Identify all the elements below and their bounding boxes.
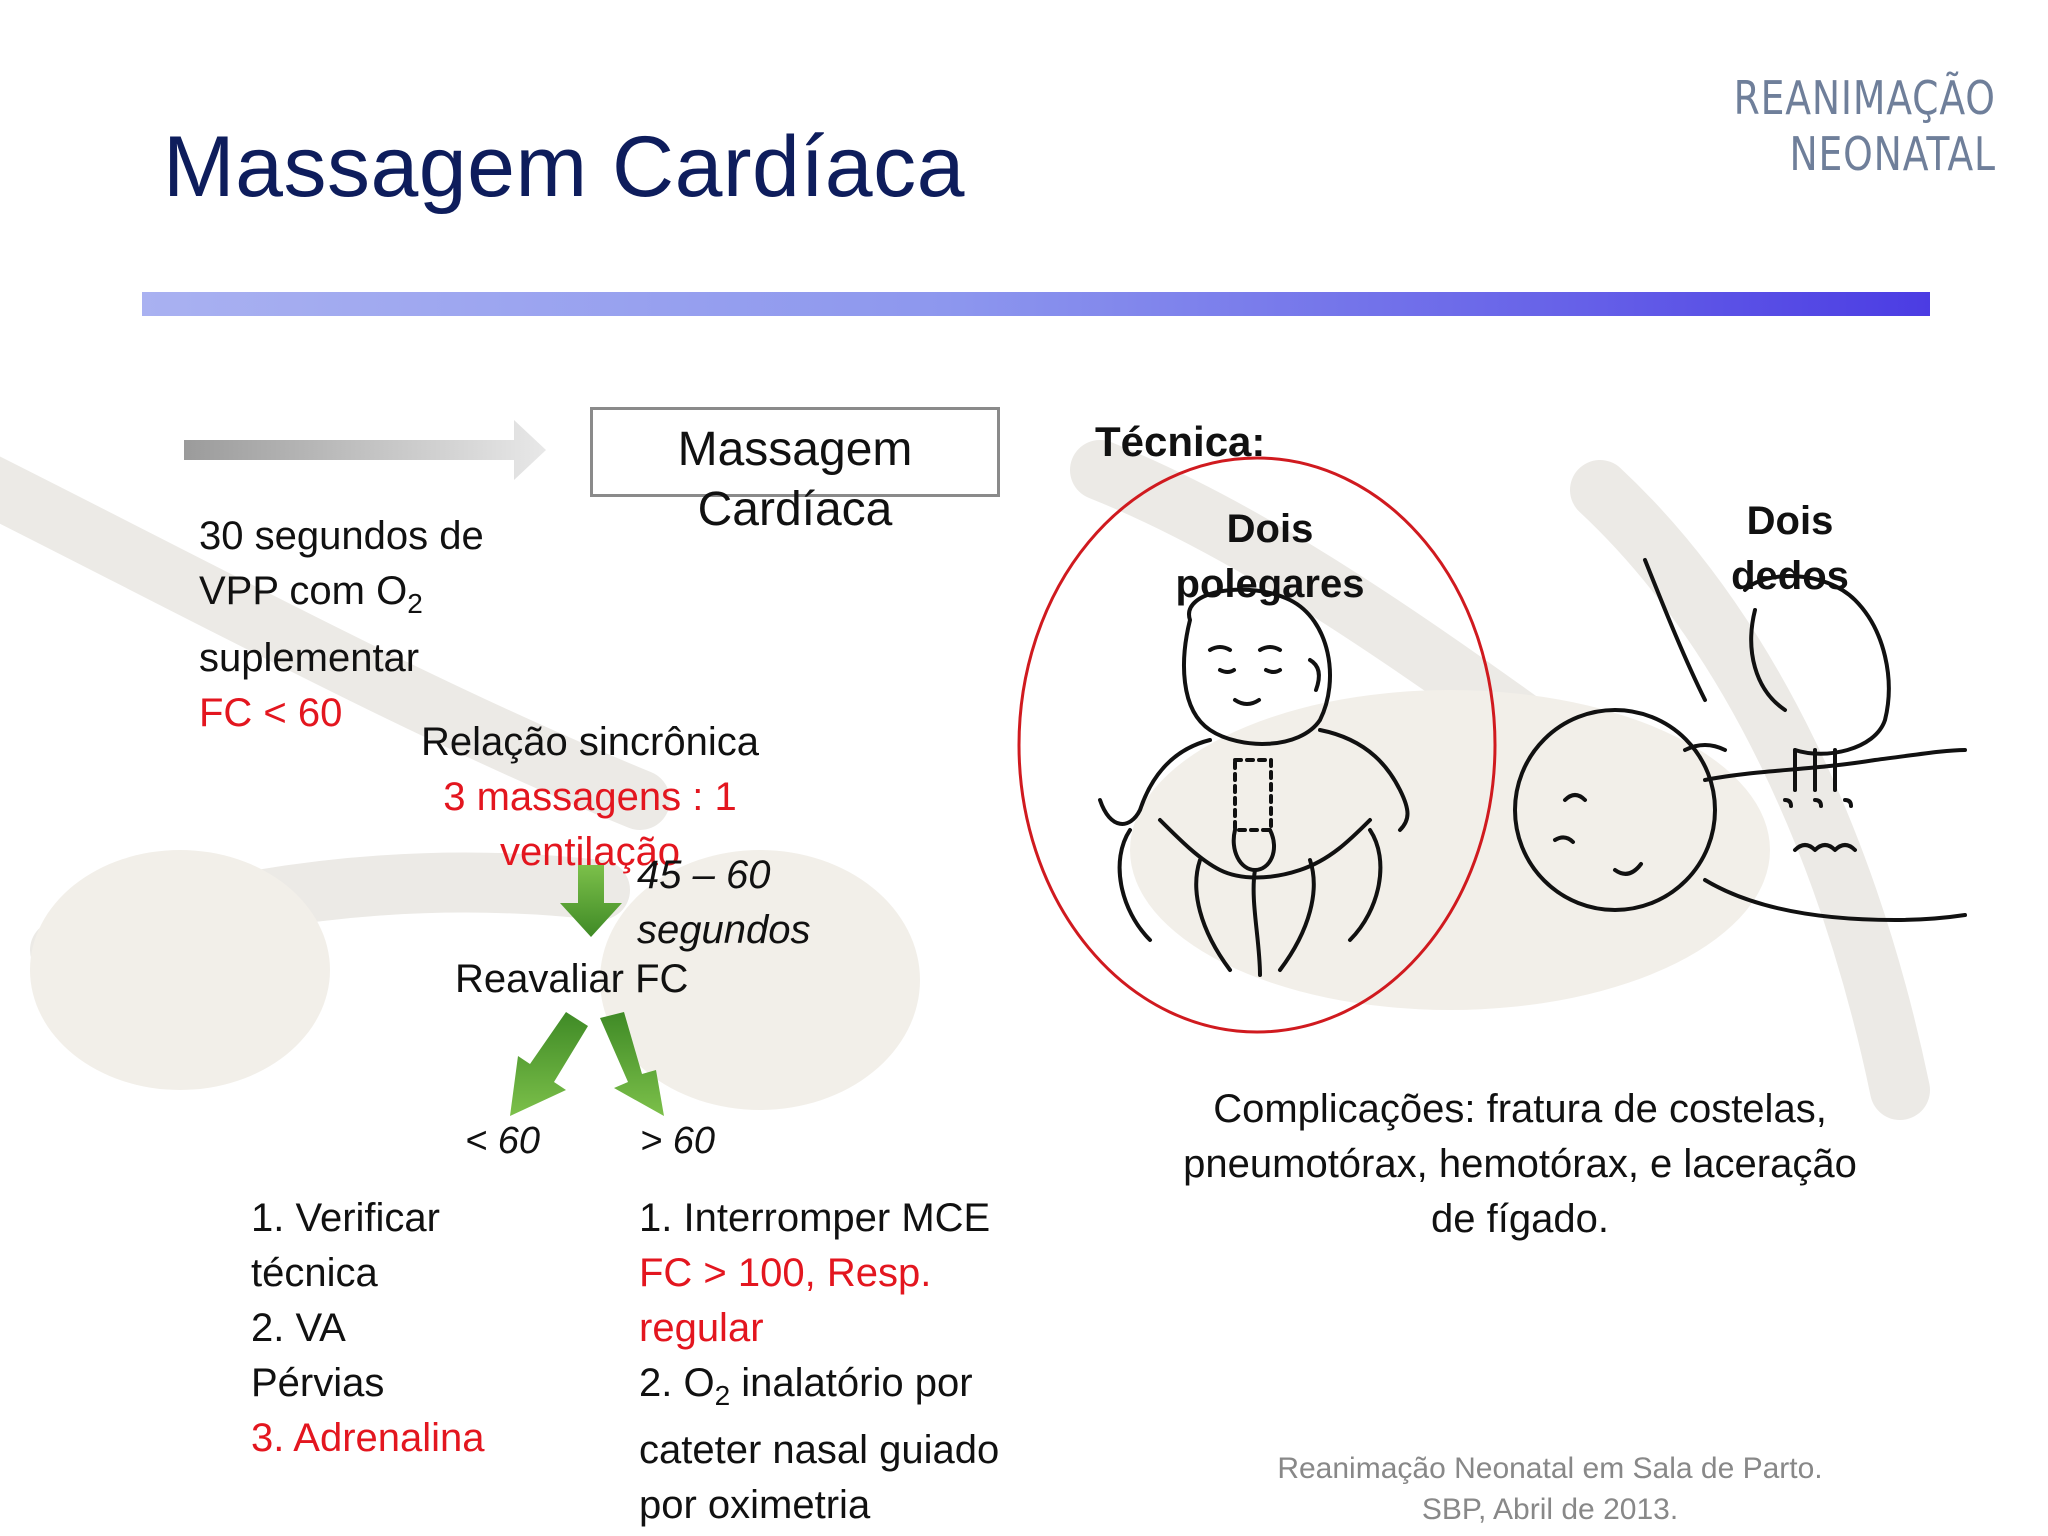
low-action-line-2: técnica: [251, 1251, 378, 1295]
citation-line-1: Reanimação Neonatal em Sala de Parto.: [1277, 1452, 1823, 1485]
two-fingers-label-line-2: dedos: [1731, 554, 1849, 598]
two-fingers-label: Dois dedos: [1640, 494, 1940, 604]
gray-right-arrow-icon: [184, 420, 546, 480]
high-action-line-3: regular: [639, 1306, 764, 1350]
time-label: 45 – 60 segundos: [637, 848, 897, 958]
title-divider-bar: [142, 292, 1930, 316]
citation: Reanimação Neonatal em Sala de Parto. SB…: [1220, 1448, 1880, 1530]
start-line-3: suplementar: [199, 636, 420, 680]
two-thumbs-label-line-2: polegares: [1175, 562, 1365, 606]
branch-low-label: < 60: [465, 1120, 541, 1162]
complications-line-3: de fígado.: [1431, 1197, 1609, 1241]
start-line-2-subscript: 2: [407, 588, 423, 619]
technique-heading: Técnica:: [1095, 418, 1266, 465]
relation-line-2: 3 massagens : 1: [443, 775, 737, 819]
high-action-line-4-suffix: inalatório por: [730, 1361, 973, 1405]
high-action-line-2: FC > 100, Resp.: [639, 1251, 932, 1295]
time-label-line-1: 45 – 60: [637, 853, 771, 897]
high-action-line-6: por oximetria: [639, 1483, 871, 1527]
two-fingers-technique-drawing: [1513, 558, 1967, 922]
relation-line-1: Relação sincrônica: [421, 720, 759, 764]
two-thumbs-label-line-1: Dois: [1226, 507, 1314, 551]
complications-line-1: Complicações: fratura de costelas,: [1213, 1087, 1827, 1131]
reassess-label: Reavaliar FC: [455, 957, 689, 1001]
branch-arrows-icon: [510, 1012, 664, 1116]
low-action-line-3: 2. VA: [251, 1306, 346, 1350]
sync-relation-block: Relação sincrônica 3 massagens : 1 venti…: [330, 715, 850, 880]
low-action-line-1: 1. Verificar: [251, 1196, 440, 1240]
time-label-line-2: segundos: [637, 908, 811, 952]
high-action-line-4-prefix: 2. O: [639, 1361, 715, 1405]
massage-box-label: Massagem Cardíaca: [677, 423, 913, 536]
high-branch-actions: 1. Interromper MCE FC > 100, Resp. regul…: [639, 1191, 1079, 1533]
highlight-circle: [1017, 456, 1497, 1034]
branch-high-label: > 60: [640, 1120, 716, 1162]
logo-line-1: REANIMAÇÃO: [1733, 71, 1996, 125]
logo: REANIMAÇÃO NEONATAL: [1734, 70, 1996, 182]
start-line-2-text: VPP com O: [199, 569, 408, 613]
complications-line-2: pneumotórax, hemotórax, e laceração: [1183, 1142, 1857, 1186]
two-fingers-label-line-1: Dois: [1746, 499, 1834, 543]
start-condition-block: 30 segundos de VPP com O2 suplementar FC…: [199, 509, 619, 741]
low-action-line-4: Pérvias: [251, 1361, 385, 1405]
two-thumbs-technique-drawing: [1098, 587, 1410, 977]
massage-box: [590, 407, 1000, 497]
logo-line-2: NEONATAL: [1789, 127, 1996, 181]
start-line-2: VPP com O2: [199, 564, 619, 631]
high-action-line-1: 1. Interromper MCE: [639, 1196, 991, 1240]
citation-line-2: SBP, Abril de 2013.: [1421, 1493, 1679, 1526]
low-action-line-5: 3. Adrenalina: [251, 1416, 485, 1460]
high-action-line-5: cateter nasal guiado: [639, 1428, 1000, 1472]
green-down-arrow-icon: [560, 865, 622, 937]
high-action-line-4: 2. O2 inalatório por: [639, 1356, 1079, 1423]
complications-block: Complicações: fratura de costelas, pneum…: [1120, 1082, 1920, 1247]
high-action-line-4-subscript: 2: [714, 1380, 731, 1411]
slide-title: Massagem Cardíaca: [163, 119, 965, 215]
start-condition: FC < 60: [199, 691, 343, 735]
two-thumbs-label: Dois polegares: [1120, 502, 1420, 612]
low-branch-actions: 1. Verificar técnica 2. VA Pérvias 3. Ad…: [251, 1191, 521, 1466]
start-line-1: 30 segundos de: [199, 514, 484, 558]
